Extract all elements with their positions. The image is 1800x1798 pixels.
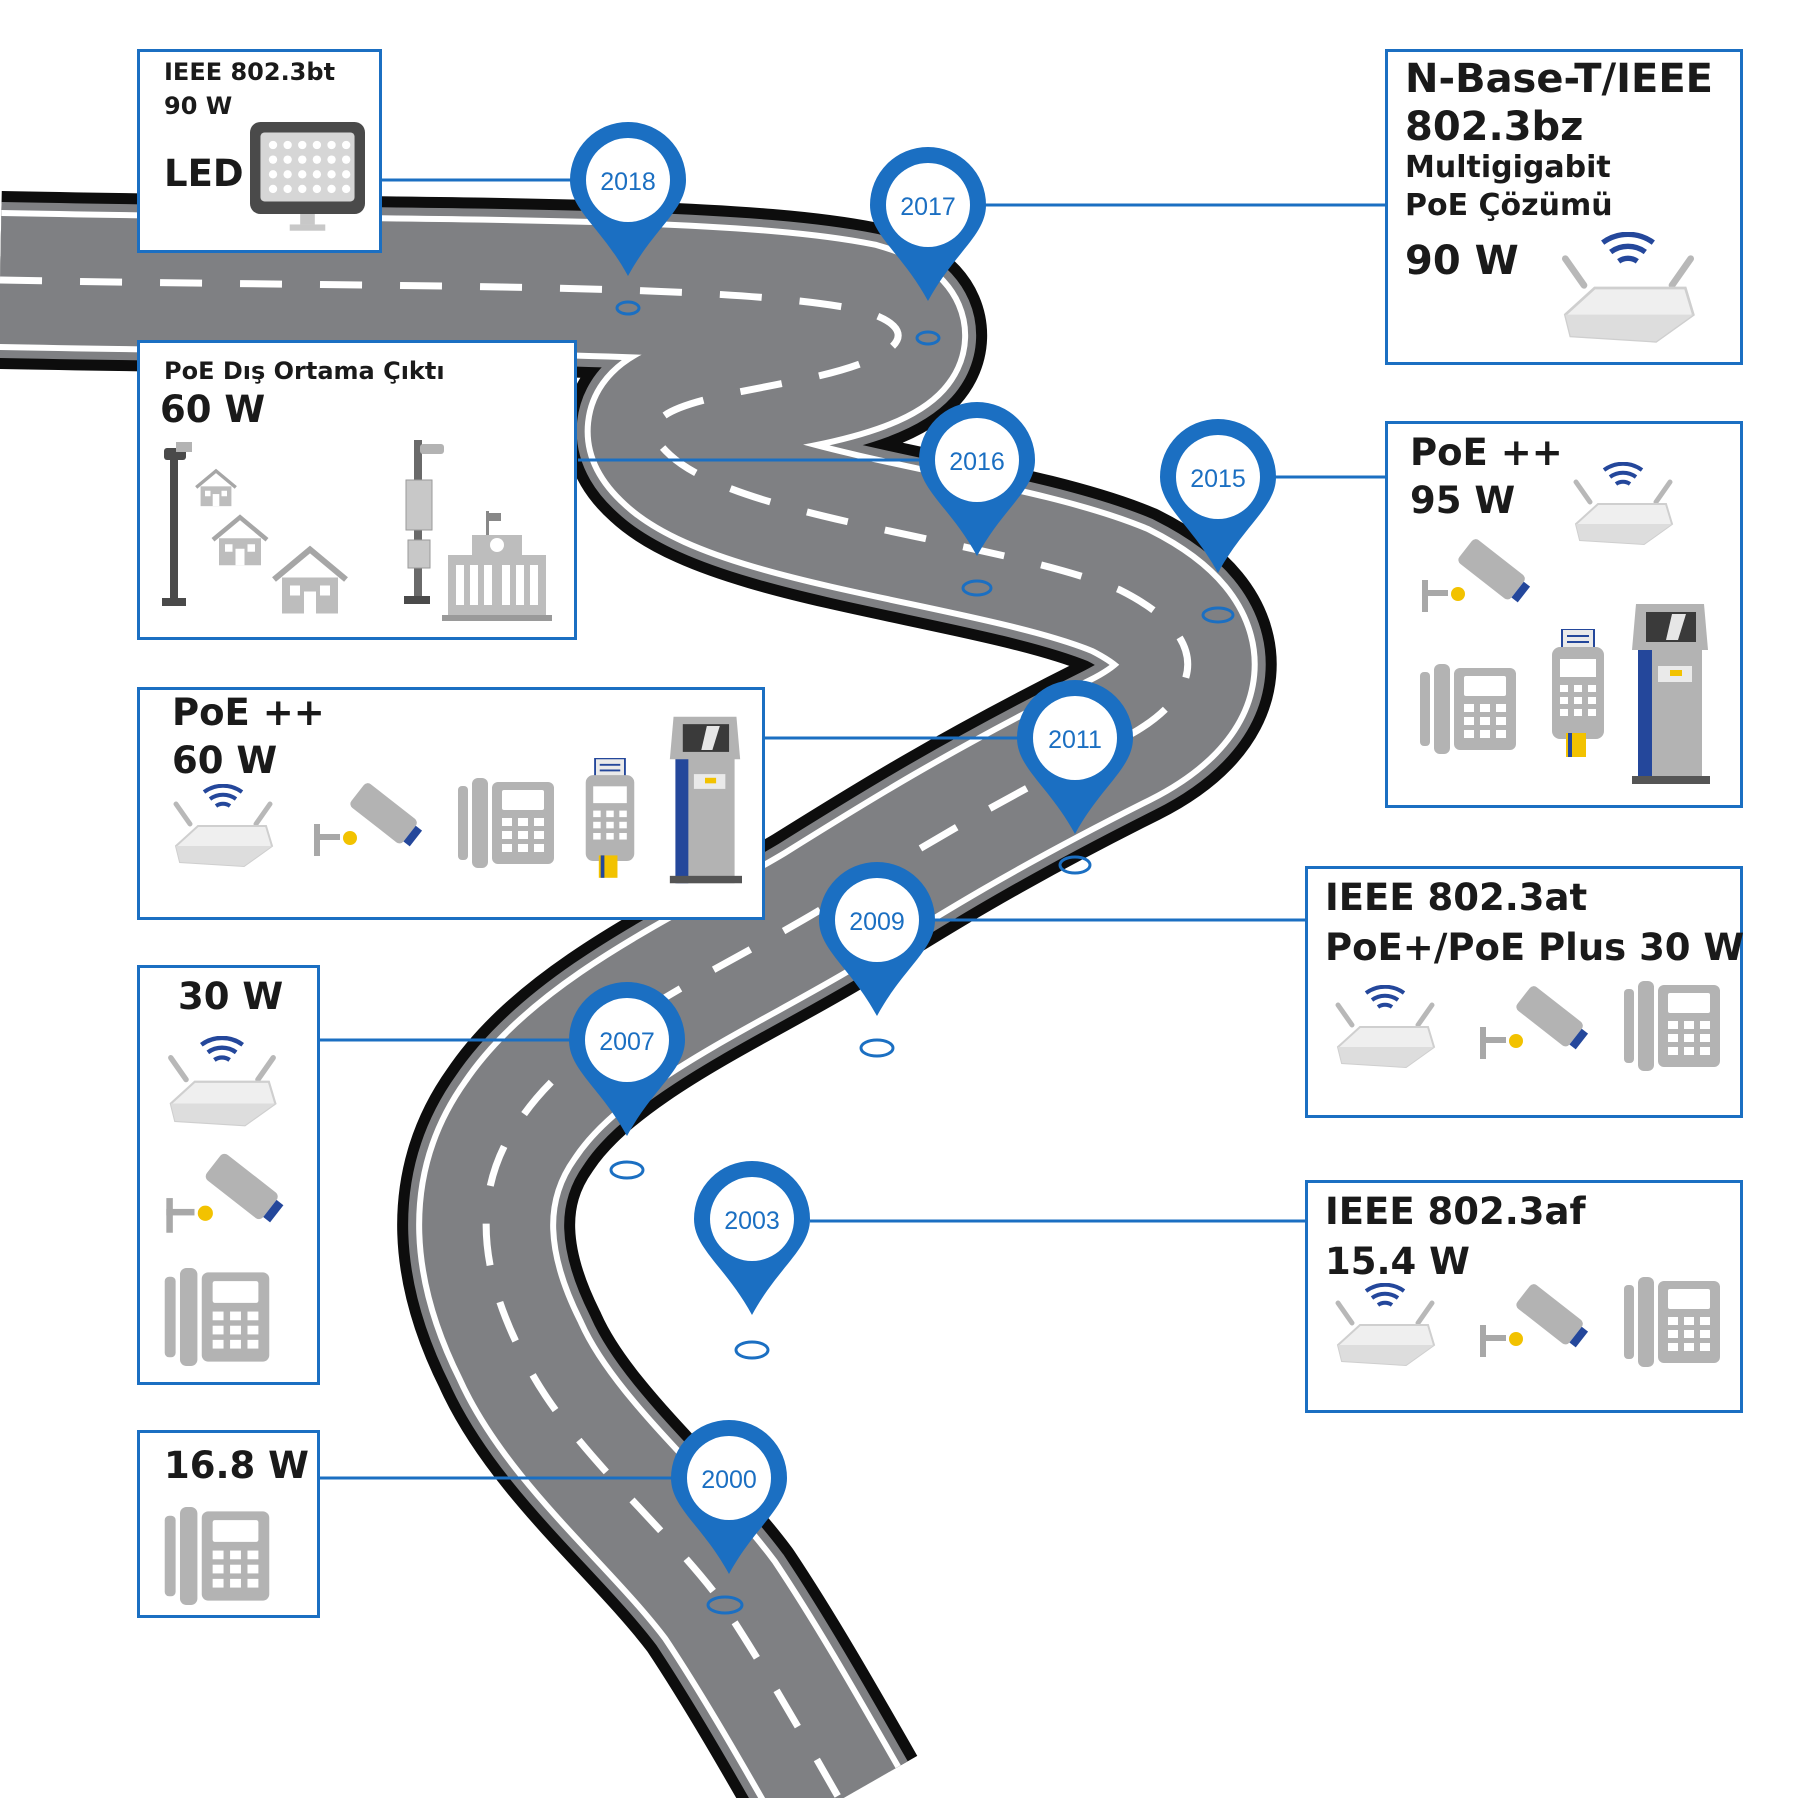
- road-markers: [609, 300, 1235, 1615]
- security-camera-icon: [162, 1148, 292, 1246]
- pin-2017: 2017: [870, 147, 986, 301]
- pin-2015: 2015: [1160, 419, 1276, 573]
- box-2018-standard: IEEE 802.3bt: [164, 58, 336, 86]
- pin-2009-label: 2009: [849, 908, 905, 936]
- box-2015-title: PoE ++: [1410, 431, 1563, 474]
- pin-2015-label: 2015: [1190, 465, 1246, 493]
- pin-2000: 2000: [671, 1420, 787, 1574]
- pos-terminal-icon: [1548, 629, 1608, 759]
- pin-2016-label: 2016: [949, 448, 1005, 476]
- security-camera-icon: [1418, 534, 1538, 624]
- box-2017-subtitle-line1: Multigigabit: [1405, 150, 1611, 185]
- wireless-access-point-icon: [162, 1036, 282, 1134]
- box-2009-power: PoE+/PoE Plus 30 W: [1325, 926, 1745, 969]
- box-2017-title-line2: 802.3bz: [1405, 104, 1584, 150]
- security-camera-icon: [1476, 1279, 1596, 1369]
- box-2017: N-Base-T/IEEE 802.3bz Multigigabit PoE Ç…: [1385, 49, 1743, 365]
- ip-phone-icon: [1622, 1277, 1722, 1367]
- box-2003: IEEE 802.3af 15.4 W: [1305, 1180, 1743, 1413]
- pin-2018: 2018: [570, 122, 686, 276]
- pin-2018-label: 2018: [600, 168, 656, 196]
- wireless-access-point-icon: [1548, 232, 1708, 352]
- wireless-access-point-icon: [1568, 462, 1678, 552]
- pin-2007-label: 2007: [599, 1028, 655, 1056]
- box-2015-power: 95 W: [1410, 479, 1516, 522]
- wireless-access-point-icon: [1330, 985, 1440, 1075]
- led-light-icon: [250, 122, 365, 237]
- connector-lines: [320, 178, 1390, 1480]
- box-2000-power: 16.8 W: [164, 1444, 309, 1487]
- ip-phone-icon: [1622, 981, 1722, 1071]
- pin-2003: 2003: [694, 1161, 810, 1315]
- pos-terminal-icon: [582, 758, 638, 880]
- ip-phone-icon: [162, 1507, 272, 1605]
- ip-phone-icon: [162, 1268, 272, 1366]
- box-2003-standard: IEEE 802.3af: [1325, 1190, 1586, 1233]
- ip-phone-icon: [1418, 664, 1518, 754]
- pin-2007: 2007: [569, 982, 685, 1136]
- box-2011-title: PoE ++: [172, 691, 325, 734]
- box-2016-title: PoE Dış Ortama Çıktı: [164, 357, 445, 385]
- house-icon: [210, 513, 270, 568]
- security-camera-icon: [1476, 981, 1596, 1071]
- street-light-icon: [160, 435, 200, 615]
- box-2003-power: 15.4 W: [1325, 1240, 1470, 1283]
- box-2007-power: 30 W: [178, 975, 284, 1018]
- security-camera-icon: [310, 778, 430, 868]
- box-2016: PoE Dış Ortama Çıktı 60 W: [137, 340, 577, 640]
- pin-2003-label: 2003: [724, 1207, 780, 1235]
- road-center-dashes: [0, 276, 1192, 1798]
- wireless-access-point-icon: [1330, 1283, 1440, 1373]
- box-2017-subtitle-line2: PoE Çözümü: [1405, 188, 1613, 223]
- box-2018-led-label: LED: [164, 152, 244, 195]
- pin-2016: 2016: [919, 402, 1035, 556]
- kiosk-icon: [668, 716, 742, 884]
- box-2009: IEEE 802.3at PoE+/PoE Plus 30 W: [1305, 866, 1745, 1118]
- box-2011-power: 60 W: [172, 739, 278, 782]
- box-2017-power: 90 W: [1405, 238, 1519, 284]
- pin-2000-label: 2000: [701, 1466, 757, 1494]
- wireless-access-point-icon: [168, 784, 278, 874]
- pin-2011-label: 2011: [1048, 726, 1102, 754]
- pin-2017-label: 2017: [900, 193, 956, 221]
- box-2015: PoE ++ 95 W: [1385, 421, 1743, 808]
- house-icon: [270, 543, 350, 618]
- box-2000: 16.8 W: [137, 1430, 320, 1618]
- house-icon: [194, 468, 238, 508]
- box-2011: PoE ++ 60 W: [137, 687, 765, 920]
- box-2017-title-line1: N-Base-T/IEEE: [1405, 56, 1713, 102]
- pin-2011: 2011: [1017, 680, 1133, 834]
- box-2007: 30 W: [137, 965, 320, 1385]
- box-2016-power: 60 W: [160, 388, 266, 431]
- box-2018-power: 90 W: [164, 92, 233, 120]
- ip-phone-icon: [456, 778, 556, 868]
- road: [0, 191, 1277, 1798]
- kiosk-icon: [1630, 604, 1710, 784]
- building-icon: [442, 511, 552, 621]
- pin-2009: 2009: [819, 862, 935, 1016]
- box-2009-standard: IEEE 802.3at: [1325, 876, 1588, 919]
- box-2018: IEEE 802.3bt 90 W LED: [137, 49, 382, 253]
